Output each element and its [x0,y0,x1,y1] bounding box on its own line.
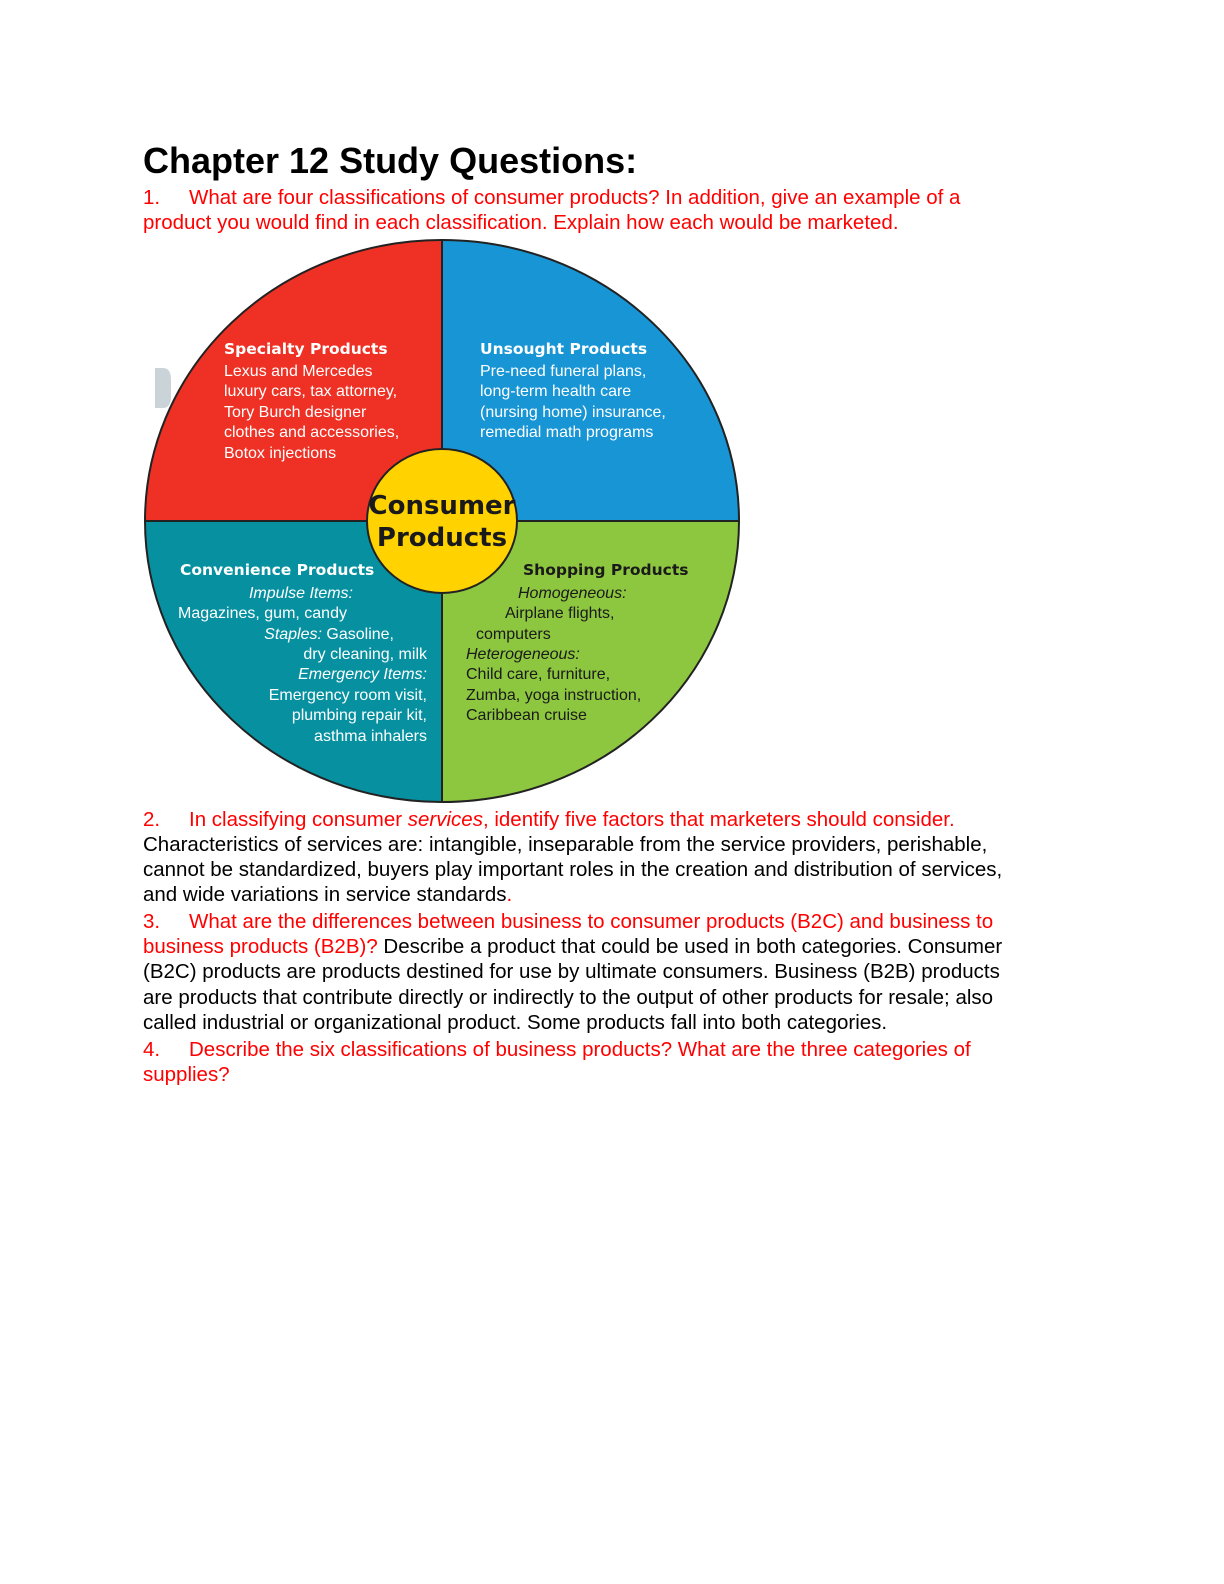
staples-items: Gasoline, [326,626,394,643]
consumer-products-diagram: Consumer Products Specialty Products Lex… [144,239,740,803]
background-shape [155,368,171,408]
question-text: What are four classifications of consume… [189,186,961,209]
answer-2-line: Characteristics of services are: intangi… [143,833,988,856]
heterogeneous-item: Child care, furniture, [466,666,610,683]
specialty-line: clothes and accessories, [224,424,399,441]
unsought-text: Unsought Products Pre-need funeral plans… [480,340,666,441]
center-circle [366,448,518,594]
staples-label: Staples: [264,626,322,643]
answer-3-line: called industrial or organizational prod… [143,1011,888,1034]
specialty-text: Specialty Products Lexus and Mercedes lu… [224,340,399,462]
impulse-label: Impulse Items: [249,585,353,602]
question-2: 2. In classifying consumer services, iden… [143,807,955,832]
question-number: 3. [143,910,161,933]
shopping-heading: Shopping Products [523,561,688,579]
question-number: 2. [143,808,161,831]
unsought-line: (nursing home) insurance, [480,404,666,421]
heterogeneous-item: Zumba, yoga instruction, [466,687,641,704]
answer-text: and wide variations in service standards [143,883,507,906]
heterogeneous-item: Caribbean cruise [466,707,587,724]
specialty-heading: Specialty Products [224,340,388,358]
question-text: In classifying consumer [189,808,408,831]
page-title: Chapter 12 Study Questions: [143,140,638,181]
unsought-line: long-term health care [480,383,631,400]
homogeneous-item: Airplane flights, [505,605,614,622]
question-1-cont: product you would find in each classific… [143,211,899,234]
question-number: 4. [143,1038,161,1061]
answer-2-line: cannot be standardized, buyers play impo… [143,858,1003,881]
convenience-text: Convenience Products Impulse Items: Maga… [178,561,428,745]
question-text: Describe the six classifications of busi… [189,1038,971,1061]
specialty-line: Botox injections [224,445,336,462]
question-3-cont: business products (B2B)? Describe a prod… [143,934,1002,959]
question-emphasis: services [407,808,483,831]
specialty-line: Lexus and Mercedes [224,363,373,380]
question-text: , identify five factors that marketers s… [482,808,955,831]
shopping-text: Shopping Products Homogeneous: Airplane … [466,561,688,724]
unsought-heading: Unsought Products [480,340,647,358]
answer-3-line: are products that contribute directly or… [143,986,994,1009]
emergency-item: plumbing repair kit, [292,707,427,724]
question-number: 1. [143,186,161,209]
specialty-line: Tory Burch designer [224,404,367,421]
impulse-items: Magazines, gum, candy [178,605,347,622]
unsought-line: Pre-need funeral plans, [480,363,646,380]
answer-period: . [506,883,513,906]
answer-3-line: (B2C) products are products destined for… [143,960,1000,983]
center-label-1: Consumer [369,491,516,521]
question-text: business products (B2B)? [143,935,378,958]
svg-text:Staples: Gasoline,: Staples: Gasoline, [264,626,394,643]
answer-2-line: and wide variations in service standards… [143,882,512,907]
heterogeneous-label: Heterogeneous: [466,646,580,663]
emergency-item: asthma inhalers [314,728,427,745]
specialty-line: luxury cars, tax attorney, [224,383,397,400]
homogeneous-label: Homogeneous: [518,585,627,602]
question-3: 3. What are the differences between busin… [143,909,993,934]
homogeneous-item: computers [476,626,551,643]
answer-text: Describe a product that could be used in… [377,935,1003,958]
question-text: What are the differences between busines… [189,910,994,933]
emergency-label: Emergency Items: [298,666,427,683]
unsought-line: remedial math programs [480,424,653,441]
question-4-cont: supplies? [143,1063,230,1086]
staples-items: dry cleaning, milk [303,646,428,663]
question-1: 1. What are four classifications of consu… [143,185,960,210]
center-label-2: Products [377,523,507,553]
emergency-item: Emergency room visit, [269,687,427,704]
question-4: 4. Describe the six classifications of bu… [143,1037,971,1062]
convenience-heading: Convenience Products [180,561,374,579]
